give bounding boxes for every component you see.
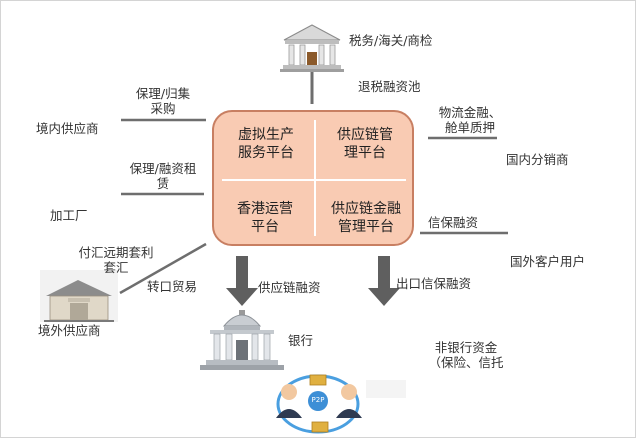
hub-divider-horizontal	[222, 179, 406, 181]
label-factoring-collect: 保理/归集 采购	[118, 86, 208, 116]
label-tax-customs: 税务/海关/商检	[349, 33, 433, 48]
cell-line: 香港运营	[237, 201, 293, 217]
label-credit-insurance-financing: 信保融资	[428, 215, 479, 230]
label-line: （保险、信托	[428, 355, 504, 370]
label-tax-refund-pool: 退税融资池	[358, 79, 421, 94]
label-logistics-finance: 物流金融、 舱单质押	[430, 105, 510, 135]
cell-hongkong-operation: 香港运营 平台	[220, 200, 310, 236]
cell-line: 供应链金融	[331, 201, 401, 217]
cell-line: 理平台	[344, 145, 386, 161]
cell-supply-chain-finance: 供应链金融 管理平台	[318, 200, 414, 236]
cell-virtual-production: 虚拟生产 服务平台	[222, 126, 310, 162]
label-bank: 银行	[288, 333, 314, 348]
connector-overseas-supplier	[119, 242, 207, 295]
label-line: 物流金融、	[438, 105, 502, 120]
label-line: 保理/归集	[135, 86, 191, 101]
label-line: 付汇远期套利	[78, 245, 154, 260]
label-processing-plant: 加工厂	[50, 208, 88, 223]
label-supply-chain-financing: 供应链融资	[258, 280, 321, 295]
label-line: 非银行资金	[434, 340, 498, 355]
label-overseas-customer: 国外客户用户	[510, 254, 586, 269]
arrow-to-non-bank	[368, 256, 400, 306]
arrow-to-bank	[226, 256, 258, 306]
cell-line: 服务平台	[238, 145, 294, 161]
label-factoring-lease: 保理/融资租 赁	[118, 161, 208, 191]
label-overseas-supplier: 境外供应商	[38, 323, 101, 338]
label-entrepot-trade: 转口贸易	[147, 279, 198, 294]
label-export-credit-insurance: 出口信保融资	[396, 276, 472, 291]
p2p-label: P2P	[311, 396, 325, 404]
label-line: 采购	[150, 101, 176, 116]
label-line: 舱单质押	[444, 120, 495, 135]
cell-line: 供应链管	[337, 127, 393, 143]
label-fx-forward: 付汇远期套利 套汇	[66, 245, 166, 275]
label-domestic-supplier: 境内供应商	[36, 121, 99, 136]
label-line: 赁	[156, 176, 170, 191]
cell-line: 虚拟生产	[238, 127, 294, 143]
cell-line: 平台	[251, 219, 279, 235]
platform-hub: 虚拟生产 服务平台 供应链管 理平台 香港运营 平台 供应链金融 管理平台	[212, 110, 414, 246]
label-line: 套汇	[103, 260, 129, 275]
label-domestic-distributor: 国内分销商	[506, 152, 569, 167]
cell-supply-chain-management: 供应链管 理平台	[320, 126, 410, 162]
hub-divider-vertical	[314, 120, 316, 236]
label-line: 保理/融资租	[129, 161, 197, 176]
cell-line: 管理平台	[338, 219, 394, 235]
label-non-bank-funds: 非银行资金 （保险、信托	[418, 340, 514, 370]
